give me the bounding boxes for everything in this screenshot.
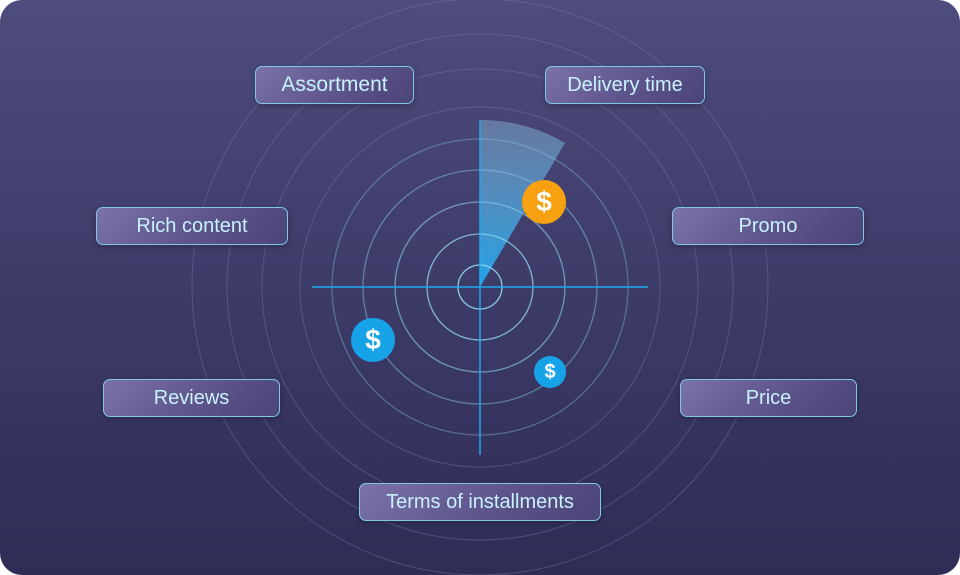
label-reviews: Reviews	[103, 379, 280, 417]
dollar-coin-icon-highlighted: $	[522, 180, 566, 224]
dollar-symbol: $	[365, 324, 381, 355]
outer-ring	[226, 33, 734, 541]
dollar-coin-icon-small: $	[534, 356, 566, 388]
dollar-coin-icon: $	[351, 318, 395, 362]
dollar-symbol: $	[536, 186, 552, 217]
label-promo: Promo	[672, 207, 864, 245]
label-terms-of-installments: Terms of installments	[359, 483, 601, 521]
outer-ring	[299, 106, 661, 468]
label-delivery-time: Delivery time	[545, 66, 705, 104]
label-price: Price	[680, 379, 857, 417]
dollar-symbol: $	[544, 360, 556, 383]
label-assortment: Assortment	[255, 66, 414, 104]
outer-ring	[191, 0, 769, 575]
label-rich-content: Rich content	[96, 207, 288, 245]
